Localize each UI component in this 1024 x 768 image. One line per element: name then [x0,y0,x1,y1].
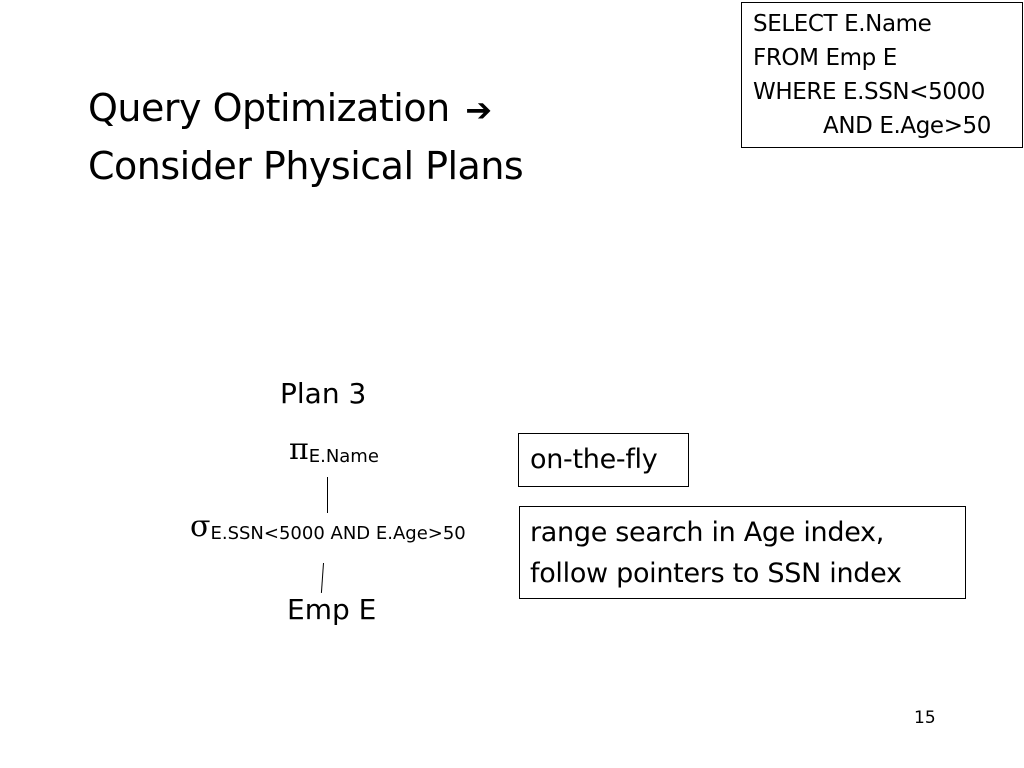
sql-where-line: WHERE E.SSN<5000 [753,79,986,105]
projection-operator: πE.Name [289,432,379,467]
tree-edge-projection-selection [327,477,328,513]
slide-title: Query Optimization ➔ Consider Physical P… [88,80,524,194]
selection-note-box: range search in Age index, follow pointe… [519,506,966,599]
title-line-1: Query Optimization ➔ [88,80,523,138]
relation-leaf: Emp E [287,593,377,626]
plan-label: Plan 3 [280,377,367,410]
selection-note-line-1: range search in Age index, [530,517,885,548]
tree-edge-selection-relation [320,562,324,593]
projection-note-text: on-the-fly [530,444,658,475]
selection-condition: E.SSN<5000 AND E.Age>50 [210,523,466,544]
sql-select-line: SELECT E.Name [753,11,932,37]
projection-attributes: E.Name [308,446,379,467]
pi-symbol: π [289,432,309,467]
title-text-1: Query Optimization [88,86,450,130]
sigma-symbol: σ [190,509,211,544]
sql-and-line: AND E.Age>50 [823,113,992,139]
title-line-2: Consider Physical Plans [88,144,524,188]
selection-operator: σE.SSN<5000 AND E.Age>50 [190,509,466,544]
sql-query-box: SELECT E.Name FROM Emp E WHERE E.SSN<500… [741,2,1023,148]
selection-note-line-2: follow pointers to SSN index [530,558,902,589]
sql-from-line: FROM Emp E [753,45,897,71]
right-arrow-icon: ➔ [465,91,492,129]
projection-note-box: on-the-fly [518,433,689,487]
page-number: 15 [914,708,936,728]
